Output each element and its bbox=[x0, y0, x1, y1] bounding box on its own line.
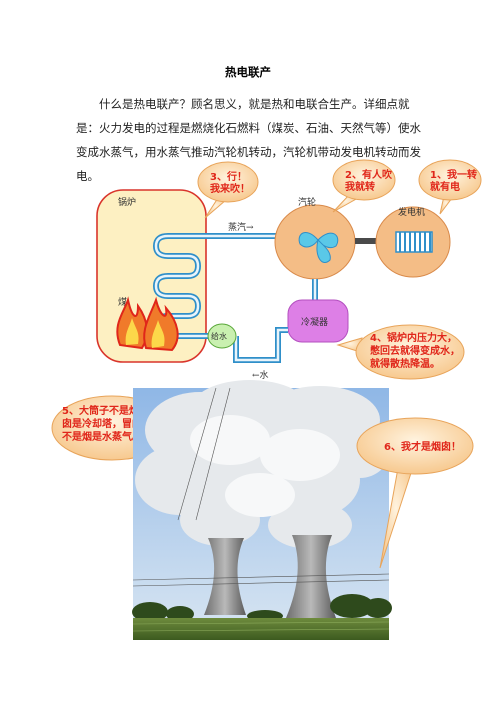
svg-text:3、行！: 3、行！ bbox=[210, 170, 247, 183]
water-label: ←水 bbox=[252, 369, 269, 381]
cooling-tower-photo bbox=[132, 380, 392, 640]
svg-text:我来吹！: 我来吹！ bbox=[210, 182, 250, 195]
condenser bbox=[287, 299, 349, 343]
turbine-blade-icon bbox=[298, 231, 319, 248]
svg-text:憋回去就得变成水，: 憋回去就得变成水， bbox=[370, 344, 460, 357]
svg-text:就得散热降温。: 就得散热降温。 bbox=[370, 357, 440, 370]
intro-paragraph: 什么是热电联产？顾名思义，就是热和电联合生产。详细点就是：火力发电的过程是燃烧化… bbox=[76, 97, 421, 183]
feedwater-label: 给水 bbox=[211, 331, 227, 341]
cooling-tower bbox=[204, 538, 246, 615]
generator-label: 发电机 bbox=[398, 206, 425, 218]
callout-4: 4、锅炉内压力大， 憋回去就得变成水， 就得散热降温。 bbox=[336, 324, 465, 380]
svg-text:我就转: 我就转 bbox=[345, 180, 375, 193]
svg-text:1、我一转: 1、我一转 bbox=[430, 168, 477, 181]
generator-coil-icon bbox=[399, 232, 431, 252]
condenser-label: 冷凝器 bbox=[301, 316, 328, 328]
cooling-tower bbox=[286, 535, 336, 618]
steam-label: 蒸汽→ bbox=[228, 221, 254, 233]
feedwater-pump bbox=[207, 323, 237, 349]
svg-text:6、我才是烟囱！: 6、我才是烟囱！ bbox=[384, 440, 461, 453]
callout-1: 1、我一转 就有电 bbox=[418, 159, 482, 215]
svg-text:不是烟是水蒸气。: 不是烟是水蒸气。 bbox=[62, 430, 142, 443]
svg-text:就有电: 就有电 bbox=[430, 180, 460, 193]
svg-text:囱是冷却塔，冒的: 囱是冷却塔，冒的 bbox=[62, 417, 142, 430]
coal-label: 煤 bbox=[118, 296, 127, 308]
return-water-pipe bbox=[233, 327, 288, 363]
turbine-label: 汽轮 bbox=[298, 196, 316, 208]
callout-3: 3、行！ 我来吹！ bbox=[197, 161, 259, 219]
svg-text:4、锅炉内压力大，: 4、锅炉内压力大， bbox=[370, 331, 457, 344]
svg-text:2、有人吹: 2、有人吹 bbox=[345, 168, 392, 181]
svg-text:5、大筒子不是烟: 5、大筒子不是烟 bbox=[62, 404, 139, 417]
callout-6: 6、我才是烟囱！ bbox=[356, 417, 474, 569]
callout-2: 2、有人吹 我就转 bbox=[332, 159, 396, 213]
document-title: 热电联产 bbox=[225, 65, 271, 79]
boiler-label: 锅炉 bbox=[118, 196, 136, 208]
